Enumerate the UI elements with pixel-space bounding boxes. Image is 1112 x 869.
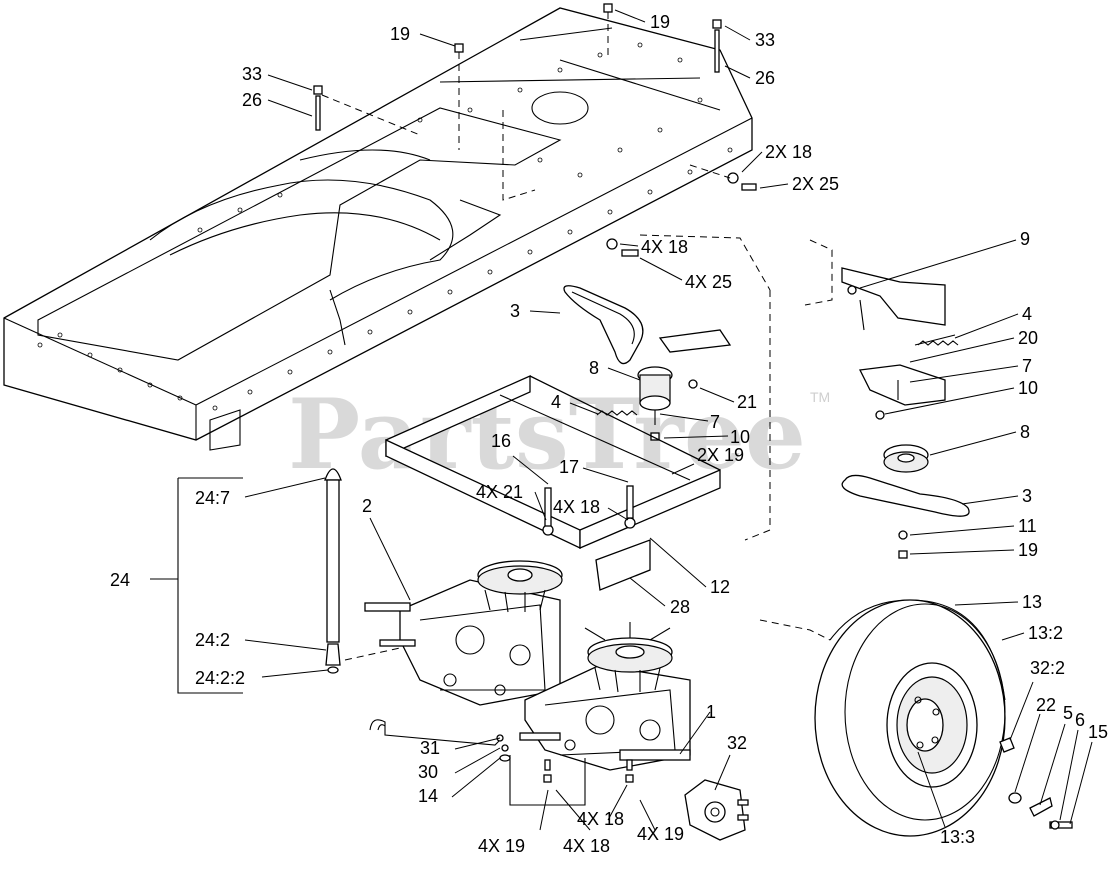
callout-24-2-2: 24:2:2 (195, 668, 245, 688)
callout-19-b: 19 (650, 12, 670, 32)
callout-28: 28 (670, 597, 690, 617)
watermark-text: PartsTree (288, 378, 806, 491)
key-5 (1029, 797, 1053, 817)
callout-13-3: 13:3 (940, 827, 975, 847)
callout-12: 12 (710, 577, 730, 597)
callout-32: 32 (727, 733, 747, 753)
callout-21: 21 (737, 392, 757, 412)
callout-4x-18-d: 4X 18 (577, 809, 624, 829)
align-line-wheel (759, 619, 831, 641)
callout-10-a: 10 (730, 427, 750, 447)
callout-4-a: 4 (551, 392, 561, 412)
callout-10-b: 10 (1018, 378, 1038, 398)
callout-7-b: 7 (1022, 356, 1032, 376)
callout-4x-19-b: 4X 19 (637, 824, 684, 844)
bolt-4x-18-left (544, 759, 551, 771)
callout-30: 30 (418, 762, 438, 782)
lift-rod-24 (324, 468, 401, 674)
align-line-top (639, 234, 771, 291)
callout-4x-18-a: 4X 18 (641, 237, 688, 257)
callout-32-2: 32:2 (1030, 658, 1065, 678)
drive-wheel-13 (814, 599, 1006, 837)
nut-4x-19-right (625, 774, 634, 783)
bolt-4x-18-right (626, 759, 633, 771)
idler-pulley-right (883, 444, 929, 473)
callout-3-b: 3 (1022, 486, 1032, 506)
align-line-right (744, 290, 771, 541)
washer-11 (898, 530, 908, 540)
callout-17: 17 (559, 457, 579, 477)
callout-16: 16 (491, 431, 511, 451)
callout-2: 2 (362, 496, 372, 516)
callout-26-a: 26 (755, 68, 775, 88)
callout-11: 11 (1018, 516, 1037, 536)
callout-13-2: 13:2 (1028, 623, 1063, 643)
bolt-4x-middle (606, 238, 639, 257)
callout-20: 20 (1018, 328, 1038, 348)
callout-4x-19-a: 4X 19 (478, 836, 525, 856)
bolt-2x-right (689, 164, 757, 191)
washer-22 (1008, 792, 1022, 804)
callout-24-2: 24:2 (195, 630, 230, 650)
idler-pulley-center (637, 366, 673, 425)
callout-22: 22 (1036, 695, 1056, 715)
idler-arm-right (859, 334, 959, 420)
bracket-24 (177, 477, 243, 694)
callout-24-7: 24:7 (195, 488, 230, 508)
frame-chassis (3, 7, 753, 451)
callout-4x-18-c: 4X 18 (563, 836, 610, 856)
idler-bracket-9 (804, 239, 946, 331)
callout-2x-25: 2X 25 (792, 174, 839, 194)
nut-4x-19-left (543, 774, 552, 783)
callout-7-a: 7 (710, 412, 720, 432)
callout-leader-lines (150, 9, 1093, 831)
callout-4x-21: 4X 21 (476, 482, 523, 502)
frame-mount-holes (37, 42, 733, 411)
callout-15: 15 (1088, 722, 1108, 742)
callout-4-b: 4 (1022, 304, 1032, 324)
bypass-rod (369, 719, 511, 762)
bolt-26-left (313, 85, 421, 136)
bolt-19-left (454, 43, 464, 150)
idler-arm-center (596, 329, 732, 441)
callout-2x-18: 2X 18 (765, 142, 812, 162)
callout-1: 1 (706, 702, 716, 722)
callout-8-b: 8 (1020, 422, 1030, 442)
bracket-4x (509, 755, 586, 806)
callout-33-a: 33 (755, 30, 775, 50)
align-line-frame (502, 110, 536, 201)
callout-5: 5 (1063, 703, 1073, 723)
callout-2x-19: 2X 19 (697, 445, 744, 465)
callout-4x-25: 4X 25 (685, 272, 732, 292)
callout-26-b: 26 (242, 90, 262, 110)
callout-6: 6 (1075, 710, 1085, 730)
watermark-trademark: TM (810, 389, 830, 405)
washer-6 (1050, 820, 1060, 830)
callout-19-a: 19 (390, 24, 410, 44)
bolt-26-right (712, 19, 722, 73)
belt-center (563, 285, 644, 365)
belt-right (841, 474, 970, 517)
axle-hub-32 (619, 749, 749, 841)
callout-14: 14 (418, 786, 438, 806)
callout-33-b: 33 (242, 64, 262, 84)
callout-9: 9 (1020, 229, 1030, 249)
bolt-19-top (603, 3, 613, 60)
callout-8-a: 8 (589, 358, 599, 378)
callout-4x-18-b: 4X 18 (553, 497, 600, 517)
bolt-15 (1049, 821, 1073, 829)
nut-19-right (898, 550, 908, 559)
callout-13: 13 (1022, 592, 1042, 612)
callout-3-a: 3 (510, 301, 520, 321)
lug-nut-32-2 (999, 737, 1015, 753)
transmission-right (519, 622, 691, 771)
sub-frame-12 (385, 374, 721, 591)
callout-31: 31 (420, 738, 440, 758)
callout-19-c: 19 (1018, 540, 1038, 560)
transmission-left (364, 560, 563, 706)
callout-24: 24 (110, 570, 130, 590)
